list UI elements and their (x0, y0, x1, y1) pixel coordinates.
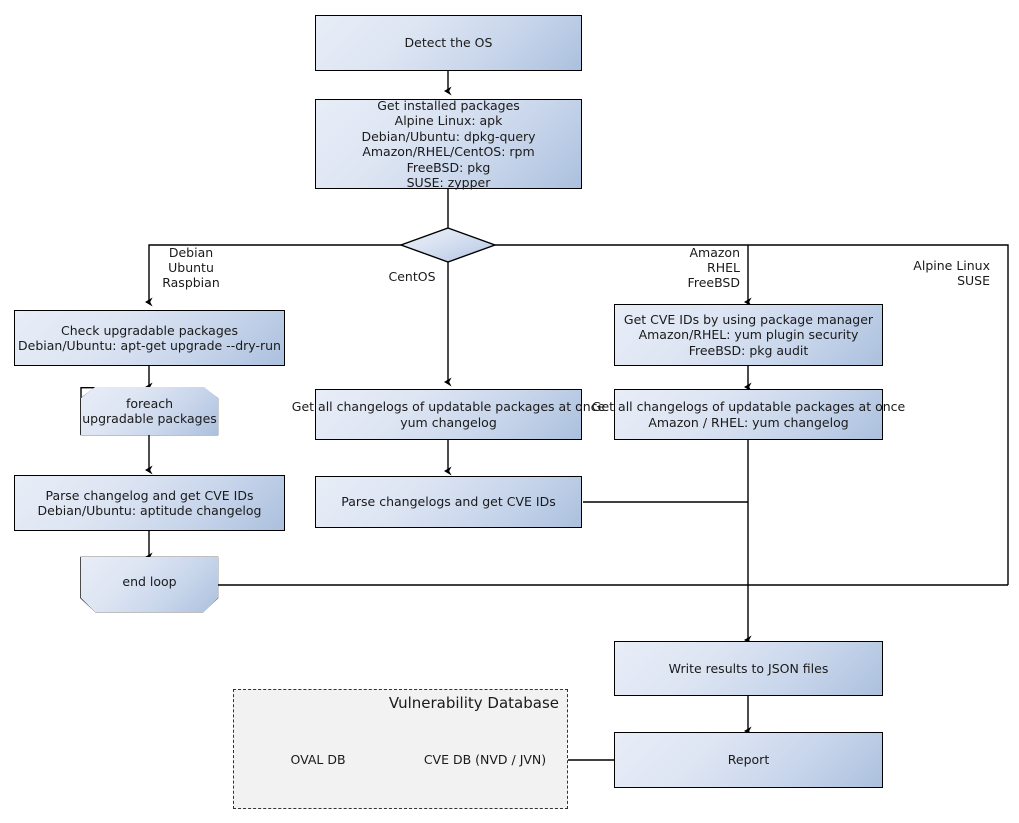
node-get-installed-packages-line6: SUSE: zypper (406, 175, 491, 190)
node-check-upgradable-line1: Check upgradable packages (61, 322, 238, 338)
node-foreach-line2: upgradable packages (82, 411, 217, 426)
node-foreach[interactable]: foreach upgradable packages (81, 387, 218, 435)
node-check-upgradable[interactable]: Check upgradable packages Debian/Ubuntu:… (14, 310, 285, 366)
branch-label-amazon: Amazon RHEL FreeBSD (687, 245, 740, 290)
node-check-upgradable-line2: Debian/Ubuntu: apt-get upgrade --dry-run (18, 338, 281, 353)
node-report[interactable]: Report (614, 732, 883, 788)
node-end-loop-label: end loop (122, 573, 177, 589)
node-get-installed-packages-line2: Alpine Linux: apk (394, 113, 503, 128)
node-write-results[interactable]: Write results to JSON files (614, 641, 883, 696)
node-changelogs-right-line2: Amazon / RHEL: yum changelog (648, 414, 849, 430)
oval-db-label: OVAL DB (290, 752, 346, 767)
node-write-results-label: Write results to JSON files (668, 660, 829, 676)
node-parse-changelog-left-line2: Debian/Ubuntu: aptitude changelog (37, 503, 262, 518)
node-get-installed-packages-line5: FreeBSD: pkg (406, 159, 491, 175)
branch-label-alpine: Alpine Linux SUSE (913, 258, 990, 288)
node-changelogs-center[interactable]: Get all changelogs of updatable packages… (292, 389, 605, 440)
node-parse-changelog-left-line1: Parse changelog and get CVE IDs (45, 487, 254, 503)
node-changelogs-right[interactable]: Get all changelogs of updatable packages… (592, 389, 905, 440)
node-foreach-line1: foreach (125, 395, 174, 411)
node-changelogs-center-line1: Get all changelogs of updatable packages… (291, 399, 606, 414)
node-end-loop-fill (81, 557, 218, 612)
node-changelogs-center-line2: yum changelog (400, 414, 497, 430)
node-get-cve-ids-package-manager-line1: Get CVE IDs by using package manager (623, 311, 874, 327)
node-parse-changelog-left[interactable]: Parse changelog and get CVE IDs Debian/U… (14, 475, 285, 531)
node-get-cve-ids-package-manager[interactable]: Get CVE IDs by using package manager Ama… (614, 304, 883, 366)
node-get-cve-ids-package-manager-line3: FreeBSD: pkg audit (688, 342, 809, 358)
vulnerability-database-title: Vulnerability Database (388, 694, 559, 712)
node-get-installed-packages[interactable]: Get installed packages Alpine Linux: apk… (315, 97, 582, 190)
node-report-label: Report (727, 752, 770, 768)
branch-label-debian: Debian Ubuntu Raspbian (162, 245, 220, 290)
node-parse-changelogs-center-label: Parse changelogs and get CVE IDs (341, 494, 556, 510)
node-get-installed-packages-line4: Amazon/RHEL/CentOS: rpm (362, 144, 535, 159)
branch-label-centos: CentOS (388, 269, 436, 284)
node-changelogs-right-line1: Get all changelogs of updatable packages… (591, 399, 906, 414)
node-detect-os-label: Detect the OS (404, 35, 493, 51)
node-foreach-fill (81, 387, 218, 435)
node-detect-os[interactable]: Detect the OS (315, 15, 582, 71)
node-get-installed-packages-line3: Debian/Ubuntu: dpkg-query (361, 128, 536, 144)
vulnerability-database-group: Vulnerability Database (233, 689, 568, 809)
cve-db-label: CVE DB (NVD / JVN) (423, 752, 547, 767)
node-end-loop[interactable]: end loop (81, 557, 218, 612)
node-get-installed-packages-line1: Get installed packages (377, 97, 520, 113)
node-get-cve-ids-package-manager-line2: Amazon/RHEL: yum plugin security (638, 327, 859, 343)
decision-diamond (398, 227, 498, 263)
node-parse-changelogs-center[interactable]: Parse changelogs and get CVE IDs (315, 476, 582, 528)
